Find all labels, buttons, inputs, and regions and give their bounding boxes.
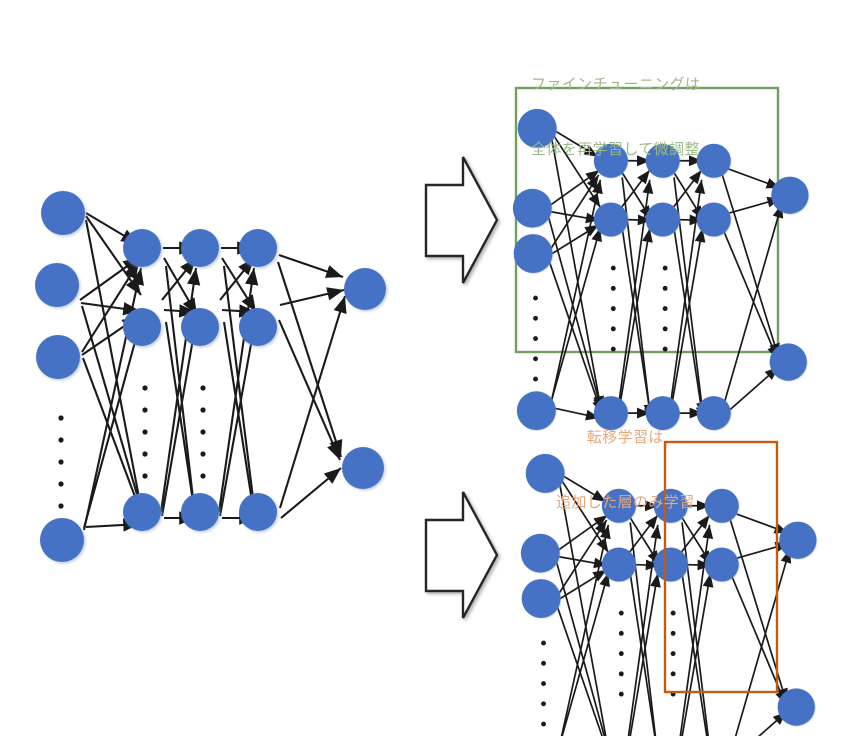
source-network-nodes	[35, 191, 386, 562]
ellipsis-hidden2-layer	[200, 385, 206, 479]
transfer-caption-line2: 追加した層のみ学習	[556, 493, 695, 511]
node-input-4	[40, 518, 84, 562]
node-h1-1	[123, 229, 161, 267]
block-arrow-right-top	[424, 156, 499, 284]
node-h2-3	[181, 493, 219, 531]
node-input-2	[35, 263, 79, 307]
ellipsis-hidden1-layer	[142, 385, 148, 479]
finetune-caption: ファインチューニングは 全体を再学習して微調整	[531, 30, 700, 204]
node-input-3	[36, 335, 80, 379]
edges-hidden1-to-hidden2	[159, 241, 202, 529]
ellipsis-input-layer	[58, 415, 64, 509]
node-h2-2	[181, 308, 219, 346]
block-arrow-right-bottom	[424, 491, 499, 619]
finetune-caption-line1: ファインチューニングは	[531, 75, 701, 93]
transfer-caption-line1: 転移学習は	[586, 428, 664, 446]
transfer-caption: 転移学習は 追加した層のみ学習	[556, 383, 695, 557]
edges-hidden3-to-output	[277, 254, 347, 519]
node-h1-3	[123, 493, 161, 531]
node-h1-2	[123, 308, 161, 346]
node-h2-1	[181, 229, 219, 267]
node-h3-1	[239, 229, 277, 267]
node-input-1	[41, 191, 85, 235]
node-h3-3	[239, 493, 277, 531]
node-output-1	[344, 268, 386, 310]
transfer-highlight-box	[663, 440, 779, 694]
node-h3-2	[239, 308, 277, 346]
node-output-2	[342, 447, 384, 489]
finetune-caption-line2: 全体を再学習して微調整	[531, 140, 700, 158]
